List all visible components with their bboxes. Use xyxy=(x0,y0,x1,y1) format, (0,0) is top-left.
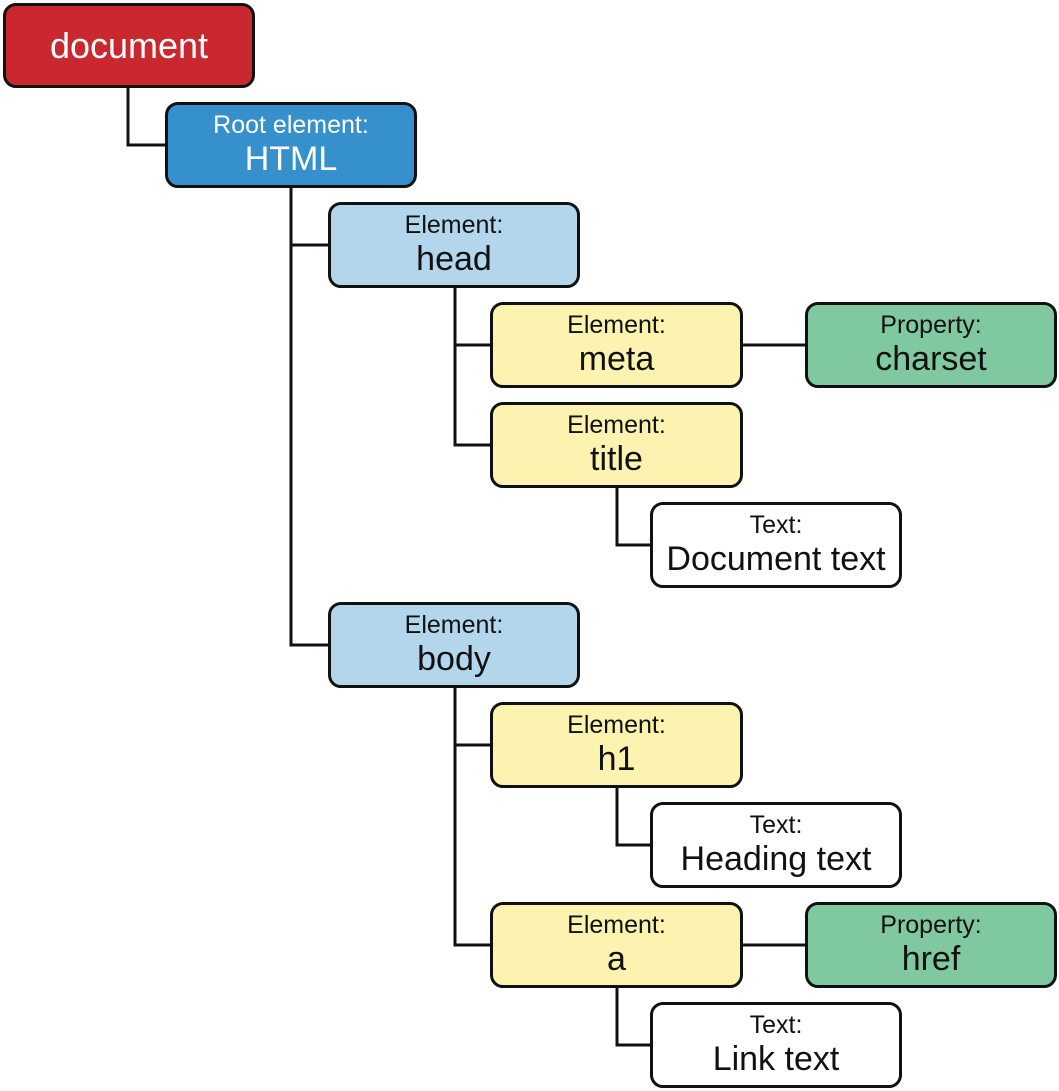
node-text-document: Text: Document text xyxy=(650,502,902,588)
connector-h1-text xyxy=(615,788,650,847)
node-text-link-label: Text: xyxy=(749,1011,803,1040)
node-property-charset-label: Property: xyxy=(880,311,982,340)
node-document-value: document xyxy=(49,24,209,66)
node-element-a: Element: a xyxy=(490,902,743,988)
node-element-head-label: Element: xyxy=(404,211,504,240)
node-element-meta: Element: meta xyxy=(490,302,743,388)
node-root-html: Root element: HTML xyxy=(165,102,417,188)
node-element-body-label: Element: xyxy=(404,611,504,640)
node-property-href-label: Property: xyxy=(880,911,982,940)
connector-document-html xyxy=(126,88,165,147)
node-element-head-value: head xyxy=(416,239,492,278)
connector-body-children xyxy=(453,688,490,947)
node-property-href-value: href xyxy=(901,939,961,978)
connector-html-children xyxy=(289,188,328,647)
node-element-h1-value: h1 xyxy=(597,739,636,778)
node-element-body: Element: body xyxy=(328,602,580,688)
node-property-charset: Property: charset xyxy=(805,302,1057,388)
node-text-document-label: Text: xyxy=(749,511,803,540)
node-element-title-value: title xyxy=(590,439,643,478)
node-element-body-value: body xyxy=(417,639,491,678)
connector-title-text xyxy=(615,488,650,547)
node-text-heading: Text: Heading text xyxy=(650,802,902,888)
node-document: document xyxy=(3,3,255,88)
connector-a-text xyxy=(615,988,650,1047)
node-root-html-value: HTML xyxy=(244,139,338,178)
node-element-a-value: a xyxy=(607,939,626,978)
node-element-h1-label: Element: xyxy=(567,711,666,740)
node-text-heading-value: Heading text xyxy=(680,839,872,878)
node-element-h1: Element: h1 xyxy=(490,702,743,788)
node-element-head: Element: head xyxy=(328,202,580,288)
node-text-link: Text: Link text xyxy=(650,1002,902,1088)
node-text-document-value: Document text xyxy=(666,539,886,578)
node-property-href: Property: href xyxy=(805,902,1057,988)
connector-head-children xyxy=(453,288,490,447)
node-text-link-value: Link text xyxy=(712,1039,840,1078)
node-element-title-label: Element: xyxy=(567,411,666,440)
node-property-charset-value: charset xyxy=(875,339,987,378)
node-text-heading-label: Text: xyxy=(749,811,803,840)
node-element-title: Element: title xyxy=(490,402,743,488)
node-element-a-label: Element: xyxy=(567,911,666,940)
node-root-html-label: Root element: xyxy=(213,111,369,140)
node-element-meta-value: meta xyxy=(578,339,655,378)
node-element-meta-label: Element: xyxy=(567,311,666,340)
